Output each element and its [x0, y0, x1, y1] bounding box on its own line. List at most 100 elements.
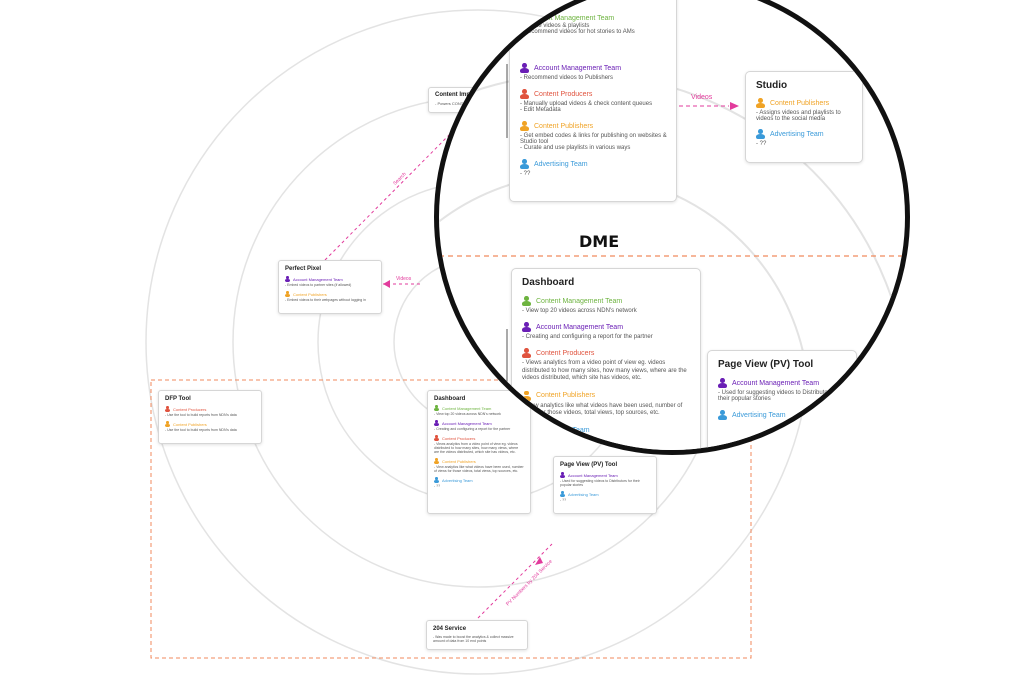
person-icon [560, 472, 565, 478]
role-name: Content Management Team [528, 15, 615, 22]
perfect-pixel-card[interactable]: Perfect Pixel Account Management Team - … [278, 260, 382, 314]
person-icon [522, 322, 531, 332]
role-name: Content Producers [536, 349, 595, 357]
dme-title: DME [579, 232, 620, 251]
role-desc: - Embed videos to their webpages without… [285, 298, 366, 302]
role-name: Advertising Team [770, 130, 824, 138]
person-icon [520, 159, 529, 169]
role-name: Account Management Team [568, 472, 618, 478]
person-icon [756, 98, 765, 108]
role-content-management: Content Management Team [434, 405, 524, 411]
role-name: Advertising Team [732, 411, 786, 419]
service-204-card[interactable]: 204 Service - Was made to boost the anal… [426, 620, 528, 650]
role-desc: - View analytics like what videos have b… [522, 402, 683, 417]
role-desc: - Curate videos & playlists - Recommend … [520, 23, 635, 35]
card-title: Dashboard [434, 396, 466, 402]
card-title: Content Import [435, 92, 478, 98]
person-icon [434, 435, 439, 441]
person-icon [285, 276, 290, 282]
person-icon [718, 410, 727, 420]
role-account-management: Account Management Team [522, 322, 690, 332]
role-desc: - Use the tool to build reports from NDN… [165, 428, 237, 432]
role-desc: - Assigns videos and playlists to videos… [756, 110, 841, 122]
person-icon [434, 405, 439, 411]
card-title: 204 Service [433, 626, 467, 632]
role-name: Account Management Team [732, 379, 820, 387]
role-desc: - View top 20 videos across NDN's networ… [522, 308, 637, 314]
role-content-producers: Content Producers [520, 89, 668, 99]
role-name: Content Producers [442, 435, 476, 441]
role-desc: - Used for suggesting videos to Distribu… [560, 479, 640, 487]
role-desc: - ?? [434, 484, 441, 488]
role-desc: - View analytics like what videos have b… [434, 465, 524, 473]
role-desc: - Embed videos to partner sites (if allo… [285, 283, 352, 287]
role-name: Content Publishers [536, 392, 596, 399]
zoom-dashboard-card[interactable]: Dashboard Content Management Team - View… [511, 268, 701, 450]
role-content-publishers: Content Publishers [756, 98, 852, 108]
role-name: Content Publishers [770, 99, 830, 107]
role-account-management: Account Management Team [434, 420, 524, 426]
role-desc: - Get embed codes & links for publishing… [520, 133, 667, 151]
perfect-pixel-videos-label: Videos [396, 276, 412, 282]
person-icon [522, 348, 531, 358]
role-desc: - Recommend videos to Publishers [520, 75, 614, 81]
role-desc: - Views analytics from a video point of … [522, 360, 687, 381]
role-advertising: Advertising Team [718, 410, 846, 420]
role-name: Account Management Team [293, 276, 343, 282]
person-icon [756, 129, 765, 139]
role-name: Advertising Team [536, 427, 590, 434]
role-desc: - View top 20 videos across NDN's networ… [434, 412, 501, 416]
zoom-pageview-card[interactable]: Page View (PV) Tool Account Management T… [707, 350, 857, 450]
person-icon [522, 390, 531, 401]
role-desc: - Views analytics from a video point of … [434, 442, 519, 454]
role-desc: - Creating and configuring a report for … [434, 427, 511, 431]
role-content-producers: Content Producers [522, 348, 690, 358]
person-icon [520, 63, 529, 73]
role-content-producers: Content Producers [165, 406, 255, 412]
pv-service-connector [477, 543, 553, 619]
role-content-management: Content Management Team [522, 296, 690, 306]
card-desc: - Was made to boost the analytics & coll… [433, 635, 514, 643]
role-advertising: Advertising Team [756, 129, 852, 139]
role-desc: - ?? [520, 171, 531, 177]
zoom-top-card[interactable]: Content Management Team - Curate videos … [509, 0, 677, 202]
role-content-publishers: Content Publishers [165, 421, 255, 427]
person-icon [520, 121, 529, 131]
role-name: Content Management Team [536, 297, 623, 305]
role-account-management: Account Management Team [718, 378, 846, 388]
pageview-small-card[interactable]: Page View (PV) Tool Account Management T… [553, 456, 657, 514]
dashboard-small-card[interactable]: Dashboard Content Management Team - View… [427, 390, 531, 514]
role-desc: - Creating and configuring a report for … [522, 334, 653, 340]
card-desc: - Powers CONTROL ROO... [435, 101, 485, 106]
dfp-tool-card[interactable]: DFP Tool Content Producers - Use the too… [158, 390, 262, 444]
person-icon [718, 378, 727, 388]
role-content-publishers: Content Publishers [285, 291, 375, 297]
zoom-lens: Content Management Team - Curate videos … [434, 0, 910, 455]
role-advertising: Advertising Team [520, 159, 668, 169]
studio-card[interactable]: Studio Content Publishers - Assigns vide… [745, 71, 863, 163]
role-desc: - Manually upload videos & check content… [520, 101, 653, 113]
card-title: Perfect Pixel [285, 266, 322, 272]
role-name: Advertising Team [568, 491, 599, 497]
role-content-publishers: Content Publishers [434, 458, 524, 464]
role-name: Advertising Team [442, 477, 473, 483]
role-content-publishers: Content Publishers [522, 390, 690, 401]
role-name: Content Publishers [534, 122, 594, 130]
perfect-pixel-arrowhead [383, 280, 390, 288]
role-advertising: Advertising Team [560, 491, 650, 497]
role-name: Content Publishers [173, 421, 207, 427]
role-name: Account Management Team [534, 64, 622, 72]
role-name: Content Management Team [442, 405, 492, 411]
role-content-producers: Content Producers [434, 435, 524, 441]
card-title: Page View (PV) Tool [718, 359, 814, 370]
role-advertising: Advertising Team [522, 425, 690, 436]
person-icon [285, 291, 290, 297]
person-icon [522, 425, 531, 436]
person-icon [434, 420, 439, 426]
card-title: Studio [756, 80, 788, 91]
person-icon [165, 421, 170, 427]
role-advertising: Advertising Team [434, 477, 524, 483]
role-name: Content Publishers [293, 291, 327, 297]
videos-arrowhead [730, 102, 739, 110]
role-account-management: Account Management Team [520, 63, 668, 73]
